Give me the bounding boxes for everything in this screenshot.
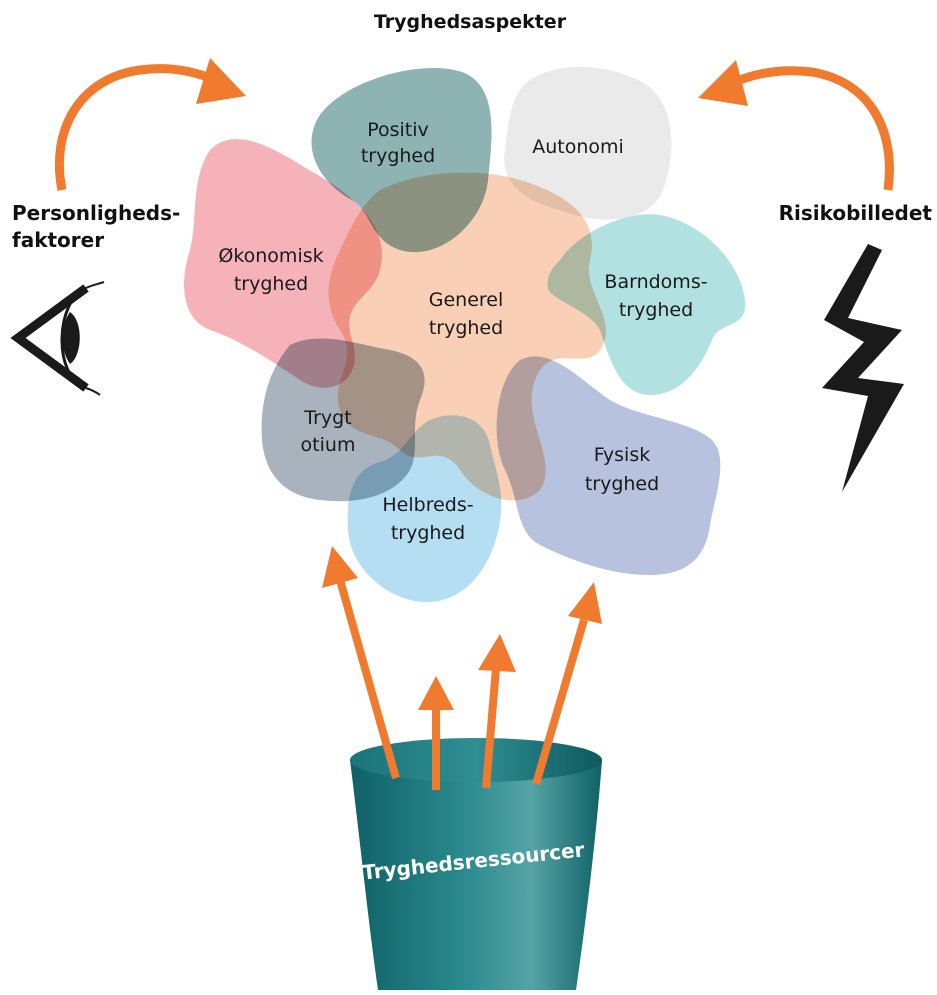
left-curved-arrow: [54, 58, 246, 191]
blob-barndoms-tryghed: [547, 214, 746, 395]
lightning-icon: [822, 244, 904, 492]
label-helbreds-line1: Helbreds-: [382, 494, 473, 516]
eye-icon: [10, 281, 105, 396]
blob-autonomi: [504, 66, 672, 220]
label-generel-line1: Generel: [429, 289, 504, 311]
aspect-labels: Positiv tryghed Autonomi Økonomisk trygh…: [218, 119, 707, 544]
label-okonomisk-line1: Økonomisk: [218, 245, 323, 267]
label-fysisk-line2: tryghed: [585, 473, 659, 495]
label-barndoms-line1: Barndoms-: [604, 271, 707, 293]
label-autonomi: Autonomi: [532, 136, 624, 158]
right-factor-label: Risikobilledet: [779, 201, 933, 225]
left-factor-line2: faktorer: [12, 228, 104, 252]
label-helbreds-line2: tryghed: [391, 522, 465, 544]
label-positiv-line1: Positiv: [367, 119, 429, 141]
resource-arrows: [322, 546, 602, 790]
blob-helbreds-tryghed: [347, 415, 502, 603]
label-okonomisk-line2: tryghed: [234, 273, 308, 295]
aspect-blobs: [184, 66, 746, 603]
left-factor-line1: Personligheds-: [12, 201, 180, 225]
blob-okonomisk-tryghed: [184, 139, 382, 388]
blob-fysisk-tryghed: [496, 356, 721, 575]
label-barndoms-line2: tryghed: [619, 299, 693, 321]
label-trygt-line1: Trygt: [303, 407, 351, 429]
label-generel-line2: tryghed: [429, 317, 503, 339]
bucket: Tryghedsressourcer: [350, 738, 602, 990]
blob-trygt-otium: [261, 338, 425, 502]
label-positiv-line2: tryghed: [361, 145, 435, 167]
label-fysisk-line1: Fysisk: [594, 444, 651, 466]
label-trygt-line2: otium: [301, 434, 356, 456]
right-curved-arrow: [698, 60, 894, 191]
diagram-title: Tryghedsaspekter: [374, 11, 567, 33]
